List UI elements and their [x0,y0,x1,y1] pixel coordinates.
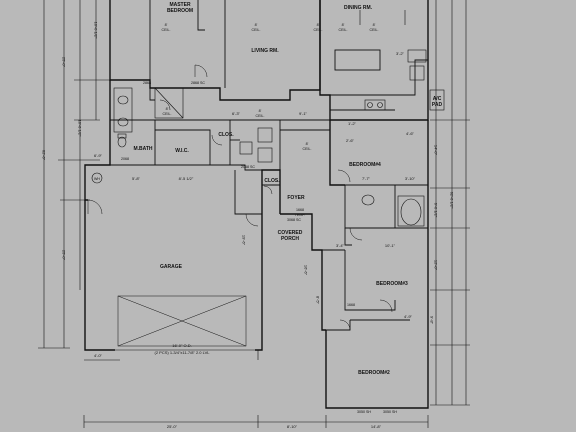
room-label-closet: CLOS. [218,132,234,138]
plumbing-fixtures [91,10,445,227]
ceil-note-bath-1: 8' [166,107,169,111]
ceil-note-dining-1: 8' [342,23,345,27]
door-label-1668: 1668 [347,303,355,307]
dim-bottom-right: 14'-8" [371,424,382,429]
dim-4-0: 4'-0" [94,353,103,358]
dim-6-9: 6'-9" [94,153,103,158]
temp-note-2: TEMP. [295,213,306,217]
dim-garage-side: 19'-6" [242,235,247,246]
exterior-walls [84,0,429,409]
dim-left-mid: 10'-6 1/2" [78,120,83,137]
room-labels: MASTER BEDROOM LIVING RM. DINING RM. M.B… [94,2,442,376]
ceil-note-hall-1: 8' [317,23,320,27]
dim-left-lower: 25'-0" [62,250,67,261]
dim-bottom-left: 25'-0" [167,424,178,429]
dim-left-top: 10'-0 1/2" [94,22,99,39]
dim-9-8: 9'-8" [430,316,435,325]
door-label-2868: 2868 [143,81,151,85]
dim-bottom-mid: 8'-10" [287,424,298,429]
ceil-note-hall2-2: CEIL. [256,114,265,118]
ceil-note-master-1: 8' [165,23,168,27]
dim-8-5: 8'-5 1/2" [179,176,194,181]
room-label-wic: W.I.C. [175,148,189,154]
garage-door-note: 16'-0" O.D. (2 PCS) 1-3/4"x11-7/8" 2.0 L… [155,343,211,355]
ceil-note-kitchen-2: CEIL. [370,28,379,32]
door-label-3050a: 3050 SH [357,410,371,414]
room-label-master-1: MASTER [169,2,191,8]
ceil-note-hall2-1: 8' [259,109,262,113]
dim-4-9: 4'-9" [404,314,413,319]
room-label-living: LIVING RM. [251,48,279,54]
ceil-note-hall-2: CEIL. [314,28,323,32]
dim-4-6: 4'-6" [406,131,415,136]
room-label-covered-2: PORCH [281,236,299,242]
ceiling-notes: 8' CEIL. 8' CEIL. 8' CEIL. 8' CEIL. 8' C… [162,23,379,151]
dim-7-7: 7'-7" [362,176,371,181]
dim-left-total: 62'-6" [42,150,47,161]
room-label-covered-1: COVERED [278,230,303,236]
dim-3-2: 3'-2" [396,51,405,56]
room-label-ac-1: A/C [433,96,442,102]
room-label-foyer: FOYER [287,195,305,201]
dim-2-6: 2'-6" [346,138,355,143]
dimension-labels: 62'-6" 25'-0" 25'-0" 10'-6 1/2" 10'-0 1/… [42,22,455,429]
door-labels: 2868 2868 SC 2068 2068 SC 3068 SC 1668 3… [121,81,397,414]
right-dimension-lines [430,0,470,406]
dim-10-1: 10'-1" [385,243,396,248]
dim-3-4: 3'-4" [336,243,345,248]
temp-note-1: 1668 [296,208,304,212]
dim-left-upper: 25'-0" [62,57,67,68]
room-label-bedroom2: BEDROOM#2 [358,370,390,376]
door-label-2068: 2068 [121,157,129,161]
bottom-dimension-lines [83,350,429,428]
dim-porch-side: 16'-6" [304,265,309,276]
dim-8-5b: 8'-5" [316,296,321,305]
dim-1-2: 1'-2" [348,121,357,126]
dim-3-10: 3'-10" [405,176,416,181]
door-label-2068sc: 2068 SC [241,165,255,169]
ceil-note-kitchen-1: 8' [373,23,376,27]
room-label-mbath: M.BATH [133,146,152,152]
ceil-note-bed4-1: 8' [306,142,309,146]
garage-door-header: (2 PCS) 1-3/4"x11-7/8" 2.0 LVL [155,350,211,355]
dim-right-c: 6'-0 1/2" [434,203,439,218]
left-dimension-lines [38,0,110,349]
ceil-note-dining-2: CEIL. [339,28,348,32]
dim-6-3: 6'-3" [232,111,241,116]
door-label-3068sc: 3068 SC [287,218,301,222]
room-label-clos: CLOS. [264,178,280,184]
room-label-dining: DINING RM. [344,5,373,11]
room-label-bedroom4: BEDROOM#4 [349,162,381,168]
garage-door-size: 16'-0" O.D. [172,343,192,348]
room-label-bedroom3: BEDROOM#3 [376,281,408,287]
dim-5-8: 5'-8" [132,176,141,181]
room-label-garage: GARAGE [160,264,183,270]
room-label-master-2: BEDROOM [167,8,193,14]
room-label-wh: WH [94,177,100,181]
dim-right-b: 12'-0" [434,260,439,271]
door-swings [87,64,393,331]
garage-roof-lines [115,295,255,351]
ceil-note-living-2: CEIL. [252,28,261,32]
door-label-3050b: 3050 SH [383,410,397,414]
ceil-note-bed4-2: CEIL. [303,147,312,151]
room-label-ac-2: PAD [432,102,443,108]
dim-right-total: 62'-6 1/2" [450,192,455,209]
dim-right-a: 14'-0" [434,145,439,156]
dim-9-1: 9'-1" [299,111,308,116]
ceil-note-master-2: CEIL. [162,28,171,32]
door-label-2868sc: 2868 SC [191,81,205,85]
ceil-note-bath-2: CEIL. [163,112,172,116]
ceil-note-living-1: 8' [255,23,258,27]
